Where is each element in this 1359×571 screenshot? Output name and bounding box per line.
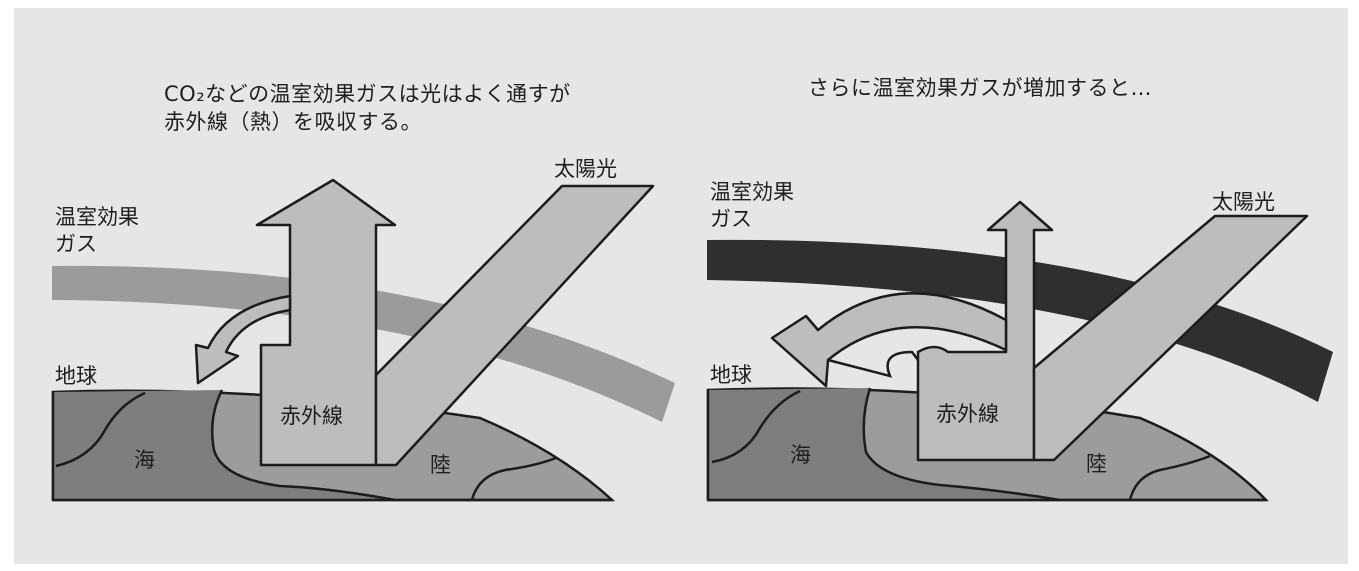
right-reflect-arrow [770, 292, 1008, 388]
right-coastline [862, 387, 1061, 502]
right-diagram [706, 200, 1333, 502]
right-infrared-arrow [916, 200, 1054, 462]
right-gas-label-line1: 温室効果 [710, 180, 794, 204]
left-reflect-arrow [194, 294, 292, 385]
right-reflect-hook [827, 350, 919, 378]
right-gas-label-line2: ガス [710, 207, 752, 231]
right-land-label: 陸 [1086, 452, 1107, 476]
left-earth-label: 地球 [55, 364, 97, 388]
left-land-label: 陸 [430, 453, 451, 477]
right-sunlight-beam [1032, 214, 1309, 462]
right-sunlight-label: 太陽光 [1212, 190, 1275, 214]
left-gas-label-line2: ガス [55, 232, 97, 256]
right-coastline-ocean [711, 389, 801, 464]
left-infrared-label: 赤外線 [280, 404, 343, 428]
right-coastline-land [1128, 454, 1211, 501]
left-sunlight-beam [374, 184, 655, 467]
left-sunlight-label: 太陽光 [554, 157, 617, 181]
right-ocean-label: 海 [790, 443, 811, 467]
left-ocean [53, 390, 395, 500]
right-gas-band [707, 239, 1333, 402]
right-ocean [708, 388, 1060, 500]
left-caption-line1: CO₂などの温室効果ガスは光はよく通すが [164, 82, 571, 106]
left-ocean-label: 海 [134, 448, 155, 472]
left-diagram [51, 178, 675, 502]
right-earth-label: 地球 [710, 363, 752, 387]
left-coastline-land [470, 456, 557, 501]
left-coastline [211, 389, 396, 502]
left-caption-line2: 赤外線（熱）を吸収する。 [164, 110, 422, 134]
right-infrared-label: 赤外線 [936, 402, 999, 426]
left-gas-label-line1: 温室効果 [55, 205, 139, 229]
left-gas-band [52, 265, 675, 422]
left-coastline-ocean [55, 391, 146, 468]
right-caption: さらに温室効果ガスが増加すると… [808, 76, 1152, 100]
left-infrared-arrow [255, 178, 397, 467]
